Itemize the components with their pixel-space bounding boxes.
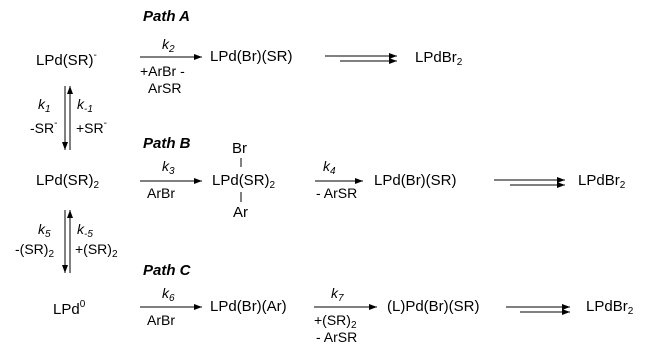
condition-plus-sr: +SR- bbox=[76, 118, 107, 136]
species-lpd-sr-anion: LPd(SR)- bbox=[36, 50, 97, 69]
condition-minus-sr2: -(SR)2 bbox=[15, 241, 54, 260]
species-lpd-sr2: LPd(SR)2 bbox=[36, 172, 100, 191]
species-lpdbr2-c: LPdBr2 bbox=[586, 298, 634, 317]
path-a-label: Path A bbox=[143, 8, 190, 25]
rate-k1: k1 bbox=[38, 96, 51, 115]
rate-k5: k5 bbox=[38, 221, 51, 240]
condition-a-line1: +ArBr - bbox=[140, 63, 185, 79]
rate-k-minus-1: k-1 bbox=[77, 96, 93, 115]
condition-plus-sr2: +(SR)2 bbox=[75, 241, 118, 260]
species-lpd-br-ar: LPd(Br)(Ar) bbox=[210, 298, 287, 315]
condition-a-line2: ArSR bbox=[148, 80, 182, 96]
condition-minus-sr: -SR- bbox=[30, 118, 58, 136]
condition-arbr-b: ArBr bbox=[147, 185, 175, 201]
condition-arbr-c: ArBr bbox=[147, 312, 175, 328]
condition-minus-arsr-b: - ArSR bbox=[316, 185, 358, 201]
rate-k7: k7 bbox=[331, 285, 344, 304]
species-lpd-br-sr-b: LPd(Br)(SR) bbox=[374, 172, 457, 189]
path-b-label: Path B bbox=[143, 135, 191, 152]
rate-k4: k4 bbox=[323, 158, 336, 177]
condition-plus-sr2-c: +(SR)2 bbox=[314, 312, 357, 331]
ligand-ar: Ar bbox=[233, 204, 248, 221]
species-l-pd-br-sr: (L)Pd(Br)(SR) bbox=[387, 298, 480, 315]
rate-k-minus-5: k-5 bbox=[77, 221, 93, 240]
species-lpd-br-ar-sr2: LPd(SR)2 bbox=[212, 172, 276, 191]
species-lpdbr2-a: LPdBr2 bbox=[415, 49, 463, 68]
condition-minus-arsr-c: - ArSR bbox=[316, 329, 358, 345]
species-lpd0: LPd0 bbox=[53, 299, 86, 318]
path-c-label: Path C bbox=[143, 262, 191, 279]
species-lpdbr2-b: LPdBr2 bbox=[578, 172, 626, 191]
species-lpd-br-sr-a: LPd(Br)(SR) bbox=[210, 48, 293, 65]
rate-k2: k2 bbox=[162, 36, 175, 55]
ligand-br: Br bbox=[232, 140, 247, 157]
rate-k6: k6 bbox=[162, 285, 175, 304]
rate-k3: k3 bbox=[162, 158, 175, 177]
